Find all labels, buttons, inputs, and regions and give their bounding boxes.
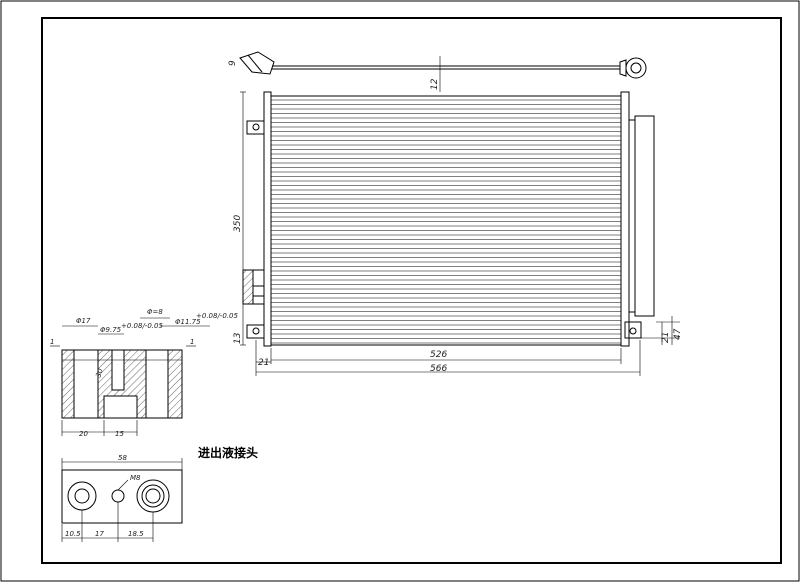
dim-tol-mid: +0.08/-0.05 — [121, 322, 163, 330]
right-header — [620, 91, 630, 347]
dim-hole: M8 — [130, 474, 141, 482]
drawing-caption: 进出液接头 — [198, 445, 258, 460]
dim-d-large: Φ17 — [76, 317, 91, 325]
dim-depth: 30 — [94, 367, 105, 379]
inlet-outlet-block — [242, 269, 265, 305]
dim-tol-right: +0.08/-0.05 — [196, 312, 238, 320]
dim-bottom-right-b: 47 — [673, 328, 683, 340]
left-header — [263, 91, 272, 347]
block-front-view — [61, 458, 183, 542]
dim-bottom-right-a: 21 — [661, 332, 671, 343]
dim-left-offset: 21 — [258, 358, 269, 368]
dim-side-left: 1 — [50, 338, 54, 346]
core — [270, 95, 622, 346]
dim-d-mid: Φ9.75 — [100, 326, 122, 334]
dim-w-left: 20 — [79, 430, 88, 438]
dim-sensor: 9 — [228, 60, 238, 66]
block-section-view — [50, 317, 210, 436]
inner-frame — [41, 17, 782, 564]
bracket-top-left — [246, 120, 265, 135]
dim-overall-width: 566 — [430, 364, 447, 374]
dim-d-right: Φ11.75 — [175, 318, 201, 326]
bracket-bottom-left — [246, 324, 265, 339]
dim-w-mid: 15 — [115, 430, 124, 438]
dim-bottom-bracket: 13 — [233, 332, 243, 344]
dim-total-w: 58 — [118, 454, 127, 462]
block-front-outline — [61, 469, 183, 524]
dim-b-b: 17 — [95, 530, 104, 538]
dim-core-width: 526 — [430, 350, 447, 360]
condenser-view — [239, 51, 680, 376]
sensor-wire — [239, 51, 647, 79]
receiver-drier — [634, 115, 655, 317]
dim-b-c: 18.5 — [128, 530, 144, 538]
dim-top-clearance: 12 — [430, 78, 440, 90]
core-tubes — [271, 99, 621, 344]
dim-b-a: 10.5 — [65, 530, 81, 538]
dim-side-right: 1 — [190, 338, 194, 346]
dim-core-height: 350 — [233, 215, 243, 232]
dim-d-small: Φ=8 — [147, 308, 163, 316]
dimension-lines — [240, 56, 680, 376]
bracket-bottom-right — [624, 321, 642, 339]
